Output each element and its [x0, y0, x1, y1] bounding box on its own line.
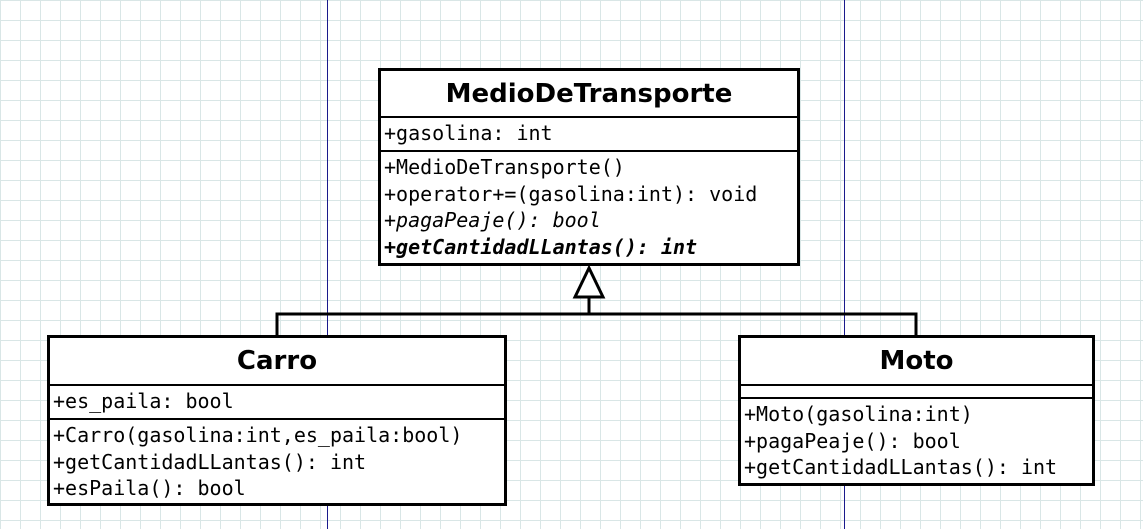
- class-name: Carro: [50, 338, 504, 386]
- class-box-moto[interactable]: Moto +Moto(gasolina:int) +pagaPeaje(): b…: [738, 335, 1095, 486]
- attribute-row: +es_paila: bool: [53, 389, 234, 413]
- operation-row: +operator+=(gasolina:int): void: [384, 181, 758, 206]
- operations-compartment: +Moto(gasolina:int) +pagaPeaje(): bool +…: [741, 399, 1092, 481]
- attribute-row: +gasolina: int: [384, 121, 553, 145]
- generalization-arrowhead: [572, 264, 606, 299]
- generalization-line-moto[interactable]: [589, 312, 918, 336]
- operation-row: +pagaPeaje(): bool: [744, 428, 961, 453]
- operation-row: +Carro(gasolina:int,es_paila:bool): [53, 423, 463, 447]
- operation-row: +getCantidadLLantas(): int: [744, 455, 1058, 479]
- operations-compartment: +Carro(gasolina:int,es_paila:bool) +getC…: [50, 420, 504, 502]
- generalization-line-carro[interactable]: [275, 312, 589, 336]
- operation-row-abstract: +pagaPeaje(): bool: [384, 208, 601, 232]
- operation-row: +Moto(gasolina:int): [744, 402, 973, 426]
- attributes-compartment: +gasolina: int: [381, 118, 797, 152]
- operation-row-abstract: +getCantidadLLantas(): int: [384, 234, 698, 259]
- class-box-medio-de-transporte[interactable]: MedioDeTransporte +gasolina: int +MedioD…: [378, 68, 800, 266]
- operation-row: +MedioDeTransporte(): [384, 155, 625, 179]
- attributes-compartment: +es_paila: bool: [50, 386, 504, 420]
- operation-row: +esPaila(): bool: [53, 476, 246, 500]
- class-name: MedioDeTransporte: [381, 71, 797, 118]
- attributes-compartment: [741, 386, 1092, 399]
- operations-compartment: +MedioDeTransporte() +operator+=(gasolin…: [381, 152, 797, 260]
- page-guide-line-left: [327, 0, 328, 529]
- operation-row: +getCantidadLLantas(): int: [53, 449, 367, 474]
- class-name: Moto: [741, 338, 1092, 386]
- class-box-carro[interactable]: Carro +es_paila: bool +Carro(gasolina:in…: [47, 335, 507, 506]
- page-guide-line-right: [844, 0, 845, 529]
